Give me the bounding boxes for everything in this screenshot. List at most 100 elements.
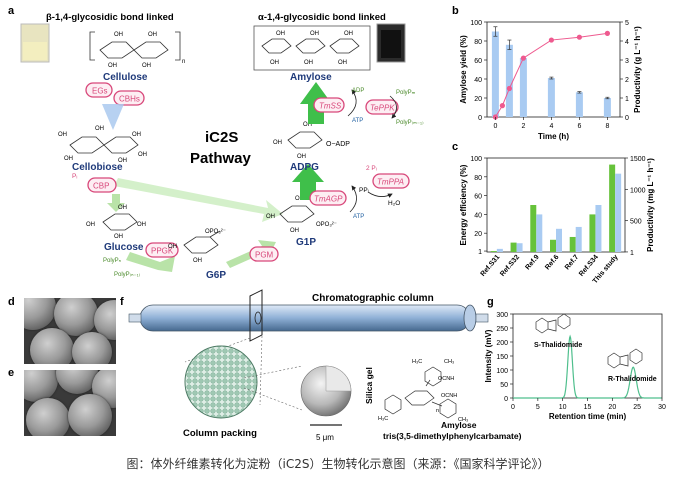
enzyme-tmagp-label: TmAGP [314, 195, 343, 204]
chart-b-xlabel: Time (h) [538, 132, 569, 141]
curve-atp-ppi [349, 185, 357, 213]
amylose-oh-5: OH [304, 60, 313, 66]
chart-b-xtick-label: 6 [577, 123, 581, 130]
chart-b-ytick-label-left: 20 [474, 96, 482, 103]
two-pi: 2 Pᵢ [366, 165, 377, 172]
enzyme-egs-label: EGs [92, 87, 108, 96]
csp-ocnh-2: OCNH [441, 393, 457, 399]
chart-c-ytick-label-left: 20 [474, 231, 482, 238]
adpg-oadp: O−ADP [326, 141, 350, 148]
chart-b-point [520, 55, 527, 61]
chart-g-xtick-label: 25 [633, 404, 641, 411]
scale-bar-label: 5 μm [316, 433, 334, 442]
panel-label-f: f [120, 296, 124, 308]
cellulose-oh-2: OH [148, 32, 157, 38]
g1p-opo3: OPO₃²⁻ [316, 222, 337, 228]
cellobiose-oh-4: OH [64, 156, 73, 162]
chart-g-xtick-label: 10 [559, 404, 567, 411]
panel-label-c: c [452, 141, 458, 153]
chart-g-ytick-label: 200 [496, 340, 508, 347]
amylose-oh-3: OH [344, 31, 353, 37]
chart-c-bar-productivity [595, 205, 602, 252]
chart-c-bar-energy [510, 242, 517, 252]
chart-c-bar-productivity [536, 214, 543, 252]
chart-c-category-label: Ref.S31 [480, 254, 502, 278]
chart-b-bar [547, 78, 555, 117]
chart-b-ytick-label-left: 40 [474, 77, 482, 84]
cellulose-structure [89, 31, 181, 61]
cellobiose-oh-3: OH [132, 132, 141, 138]
chart-b-ytick-label-right: 5 [625, 20, 629, 27]
g1p-label: G1P [296, 237, 316, 248]
chart-b-ytick-label-left: 60 [474, 58, 482, 65]
alpha-bond-title: α-1,4-glycosidic bond linked [258, 12, 386, 23]
chart-g-ytick-label: 250 [496, 326, 508, 333]
chart-g-ytick-label: 150 [496, 354, 508, 361]
adp: ADP [352, 88, 364, 94]
cellobiose-oh-5: OH [118, 158, 127, 164]
chart-b-ylabel-right: Productivity (g L⁻¹ h⁻¹) [633, 26, 642, 113]
panel-label-e: e [8, 367, 14, 379]
figure-caption: 图：体外纤维素转化为淀粉（iC2S）生物转化示意图（来源：《国家科学评论》） [126, 457, 550, 471]
chart-b-ytick-label-right: 3 [625, 58, 629, 65]
panel-label-b: b [452, 5, 459, 17]
enzyme-ppgk-label: PPGK [151, 247, 174, 256]
chart-c-ylabel-left: Energy efficiency (%) [459, 164, 468, 245]
chart-c-category-label: Ref.9 [524, 254, 540, 272]
chart-c-ytick-label-left: 100 [470, 156, 482, 163]
enzyme-pgm [249, 246, 279, 262]
ppi: PPᵢ [359, 187, 369, 194]
amylose-oh-1: OH [276, 31, 285, 37]
column-title: Chromatographic column [312, 293, 434, 304]
s-thalidomide-label: S-Thalidomide [534, 342, 582, 349]
glucose-label: Glucose [104, 242, 144, 253]
glucose-oh-2: OH [86, 222, 95, 228]
cellobiose-oh-6: OH [138, 152, 147, 158]
chart-c-ytick-label-left: 1 [478, 249, 482, 256]
adpg-oh-2: OH [273, 140, 282, 146]
cellulose-oh-4: OH [142, 63, 151, 69]
chart-g-frame [512, 313, 663, 399]
amylose-oh-2: OH [310, 31, 319, 37]
enzyme-teppk-label: TePPK [370, 104, 395, 113]
chart-g-xtick-label: 0 [511, 404, 515, 411]
csp-structure [384, 366, 457, 419]
amylose-oh-6: OH [338, 60, 347, 66]
enzyme-egs [85, 82, 113, 98]
chart-c-bar-productivity [615, 173, 622, 252]
r-thalidomide-structure [607, 348, 643, 369]
s-thalidomide-structure [535, 313, 571, 334]
amylose-structure [261, 38, 360, 54]
chart-b-bar [505, 44, 513, 117]
cellulose-n: n [182, 59, 185, 65]
chart-g-ytick-label: 300 [496, 312, 508, 319]
csp-amylose-label: Amylose [441, 420, 477, 430]
chart-c-bar-productivity [516, 243, 523, 252]
chart-b-ytick-label-right: 1 [625, 96, 629, 103]
sem-micrograph-e [24, 370, 116, 436]
chart-b-xtick-label: 0 [493, 123, 497, 130]
chart-g-ytick-label: 50 [500, 382, 508, 389]
chart-c-bar-productivity [575, 226, 582, 252]
g1p-oh-1: OH [295, 196, 304, 202]
enzyme-tmss [313, 97, 345, 113]
chart-c-bar-energy [609, 164, 616, 252]
csp-h3c-2: H₃C [378, 416, 388, 422]
curve-ppa [367, 191, 393, 198]
chart-c-bar-energy [490, 251, 497, 252]
pathway-title-2: Pathway [190, 150, 252, 167]
chart-b-ytick-label-right: 0 [625, 115, 629, 122]
chart-c-ytick-label-right: 1000 [630, 187, 646, 194]
chart-c-bar-productivity [496, 248, 503, 252]
polyp-m-minus: PolyP₍ₘ₋₁₎ [396, 120, 424, 126]
chart-c-ytick-label-left: 40 [474, 212, 482, 219]
g6p-opo3: OPO₃²⁻ [205, 229, 226, 235]
chart-c-bar-energy [550, 239, 556, 252]
chart-b-ylabel-left: Amylose yield (%) [459, 35, 468, 104]
enzyme-tmppa [372, 173, 410, 189]
sem-micrograph-d [24, 298, 116, 364]
cellobiose-label: Cellobiose [72, 162, 123, 173]
chart-b-point [604, 30, 611, 36]
